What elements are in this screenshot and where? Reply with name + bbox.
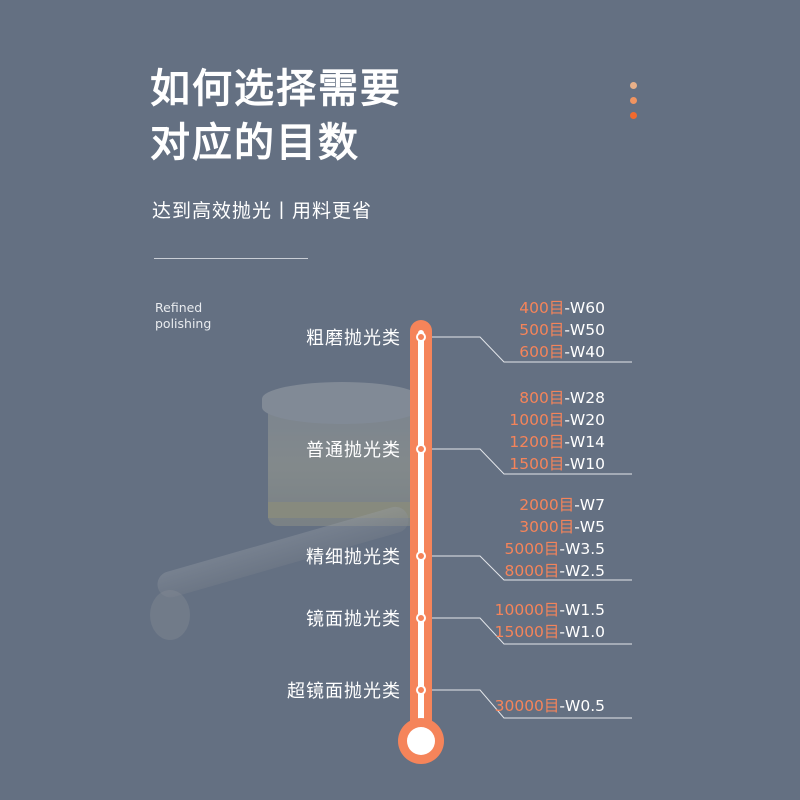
grade-item: 800目-W28 [519, 387, 605, 409]
product-jar-image [262, 382, 422, 526]
grade-w-size: -W5 [574, 518, 605, 536]
grade-mesh: 2000目 [519, 496, 575, 514]
grade-item: 2000目-W7 [519, 494, 605, 516]
category-label: 超镜面抛光类 [287, 681, 401, 702]
grade-item: 3000目-W5 [519, 516, 605, 538]
grade-mesh: 5000目 [504, 540, 560, 558]
grade-item: 5000目-W3.5 [504, 538, 605, 560]
grade-mesh: 800目 [519, 389, 565, 407]
grade-mesh: 500目 [519, 321, 565, 339]
grade-w-size: -W28 [564, 389, 605, 407]
grade-mesh: 400目 [519, 299, 565, 317]
decorative-dots [630, 82, 640, 127]
grade-item: 15000目-W1.0 [495, 621, 605, 643]
grade-mesh: 10000目 [494, 601, 560, 619]
title-line-1: 如何选择需要 [150, 66, 402, 112]
grade-mesh: 15000目 [494, 623, 560, 641]
grade-item: 500目-W50 [519, 319, 605, 341]
grade-w-size: -W14 [564, 433, 605, 451]
grade-w-size: -W60 [564, 299, 605, 317]
grade-item: 600目-W40 [519, 341, 605, 363]
category-label: 普通抛光类 [306, 440, 401, 461]
title-line-2: 对应的目数 [150, 120, 360, 166]
grade-w-size: -W7 [574, 496, 605, 514]
level-node-4 [416, 613, 426, 623]
grade-mesh: 30000目 [494, 697, 560, 715]
dot-2-icon [630, 97, 637, 104]
grade-w-size: -W50 [564, 321, 605, 339]
connector-line-4 [421, 617, 632, 645]
grade-item: 400目-W60 [519, 297, 605, 319]
refined-polishing-label: Refined polishing [155, 300, 212, 331]
category-label: 精细抛光类 [306, 547, 401, 568]
dot-3-icon [630, 112, 637, 119]
grade-w-size: -W0.5 [559, 697, 605, 715]
grade-w-size: -W2.5 [559, 562, 605, 580]
page-title: 如何选择需要 对应的目数 [150, 62, 402, 170]
grade-item: 10000目-W1.5 [495, 599, 605, 621]
subtitle: 达到高效抛光丨用料更省 [152, 200, 373, 222]
grade-w-size: -W1.0 [559, 623, 605, 641]
grade-item: 8000目-W2.5 [504, 560, 605, 582]
level-node-3 [416, 551, 426, 561]
category-label: 粗磨抛光类 [306, 328, 401, 349]
connector-line-3 [421, 555, 632, 581]
grade-w-size: -W10 [564, 455, 605, 473]
level-node-5 [416, 685, 426, 695]
grade-mesh: 3000目 [519, 518, 575, 536]
divider [154, 258, 308, 259]
level-node-1 [416, 332, 426, 342]
thermometer-bulb-center [407, 727, 435, 755]
grade-w-size: -W20 [564, 411, 605, 429]
level-node-2 [416, 444, 426, 454]
grade-mesh: 600目 [519, 343, 565, 361]
connector-line-1 [421, 336, 632, 363]
grade-w-size: -W40 [564, 343, 605, 361]
connector-line-2 [421, 448, 632, 475]
dot-1-icon [630, 82, 637, 89]
grade-mesh: 1000目 [509, 411, 565, 429]
grade-w-size: -W3.5 [559, 540, 605, 558]
syringe-plunger-image [150, 590, 190, 640]
grade-mesh: 1200目 [509, 433, 565, 451]
thermometer-mercury [418, 330, 424, 730]
connector-line-5 [421, 689, 632, 719]
grade-item: 1200目-W14 [509, 431, 605, 453]
grade-item: 1000目-W20 [509, 409, 605, 431]
grade-w-size: -W1.5 [559, 601, 605, 619]
grade-mesh: 1500目 [509, 455, 565, 473]
grade-item: 30000目-W0.5 [495, 695, 605, 717]
grade-item: 1500目-W10 [509, 453, 605, 475]
grade-mesh: 8000目 [504, 562, 560, 580]
category-label: 镜面抛光类 [306, 609, 401, 630]
